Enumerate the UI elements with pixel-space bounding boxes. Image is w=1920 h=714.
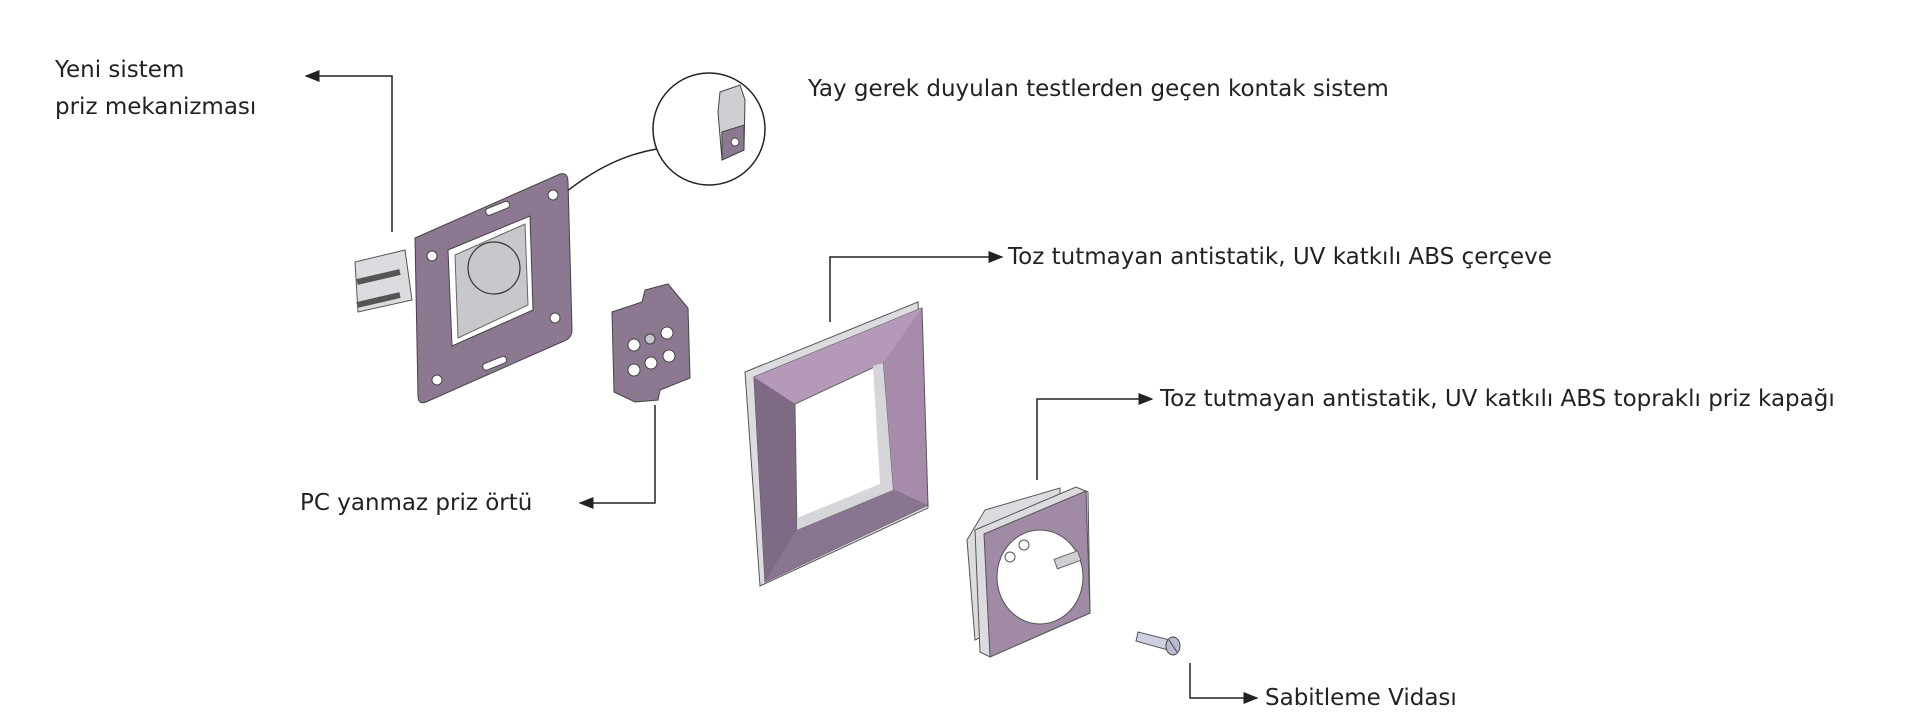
socket-cover-piece: [966, 486, 1091, 658]
frame-leader: [829, 251, 1004, 322]
label-frame: Toz tutmayan antistatik, UV katkılı ABS …: [1008, 244, 1552, 270]
label-mechanism-line2: priz mekanizması: [55, 94, 257, 120]
screw-piece: [1135, 631, 1181, 656]
pc-cover-leader: [578, 405, 656, 509]
frame-piece: [744, 301, 929, 587]
label-pc-cover: PC yanmaz priz örtü: [300, 490, 533, 516]
socket-mechanism: [354, 173, 573, 404]
label-contact: Yay gerek duyulan testlerden geçen konta…: [808, 76, 1389, 102]
pc-cover-piece: [611, 283, 691, 403]
screw-leader: [1189, 663, 1259, 704]
mechanism-leader: [304, 70, 393, 232]
label-screw: Sabitleme Vidası: [1265, 685, 1457, 711]
label-mechanism-line1: Yeni sistem: [55, 57, 185, 83]
contact-detail: [652, 72, 766, 186]
socket-cover-leader: [1036, 393, 1154, 480]
label-socket-cover: Toz tutmayan antistatik, UV katkılı ABS …: [1160, 386, 1835, 412]
